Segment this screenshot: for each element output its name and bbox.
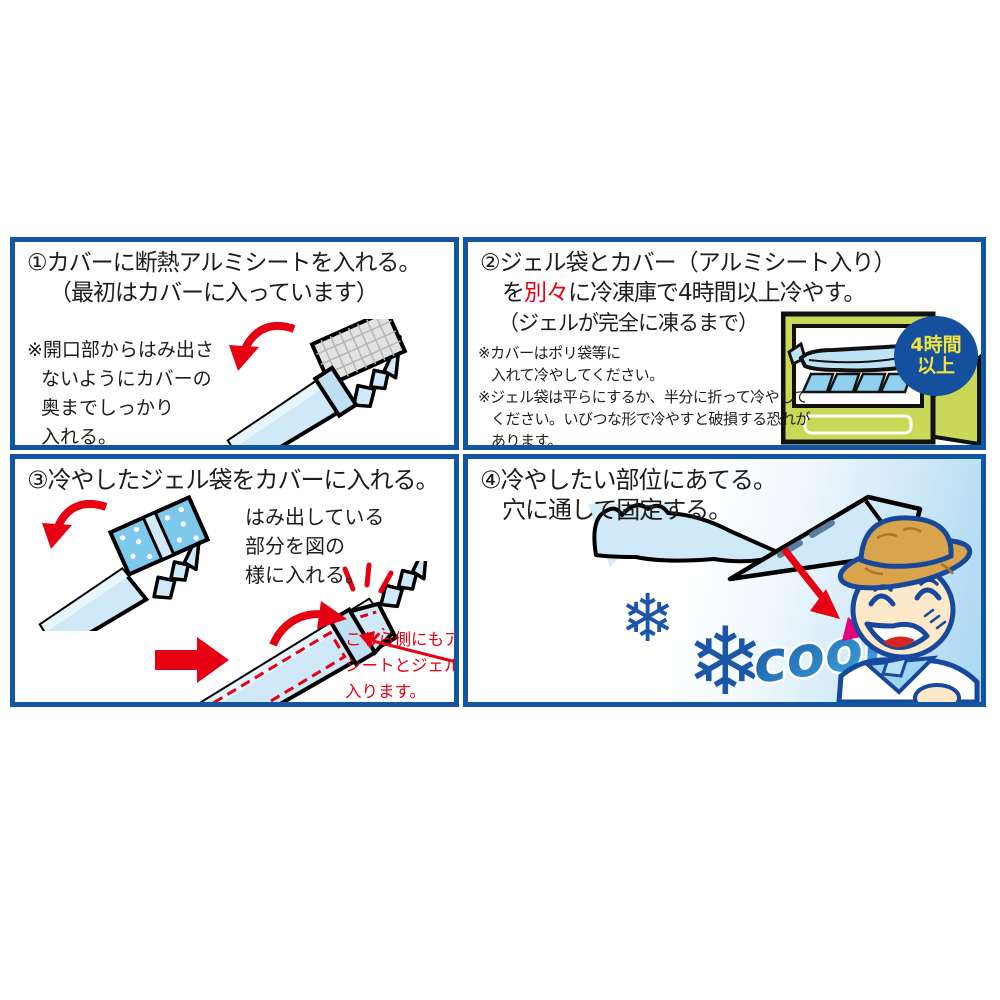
man-illustration	[836, 515, 980, 702]
red-note-line: こちら側にもアルミ	[345, 630, 459, 649]
pointer-line	[359, 631, 454, 663]
note-line: 奥までしっかり	[41, 397, 175, 419]
laughing-mouth	[864, 621, 930, 651]
step3-title: ③冷やしたジェル袋をカバーに入れる。	[27, 466, 440, 494]
step1-panel: ①カバーに断熱アルミシートを入れる。 （最初はカバーに入っています） ※開口部か…	[10, 237, 459, 450]
step4-title: ④冷やしたい部位にあてる。 穴に通して固定する。	[480, 465, 777, 525]
note-line: 入れて冷やしてください。	[491, 366, 664, 384]
caption-line: はみ出している	[245, 505, 385, 529]
step4-title-line2: 穴に通して固定する。	[502, 496, 732, 524]
red-arrow-icon	[229, 321, 296, 371]
step3-panel: ③冷やしたジェル袋をカバーに入れる。 はみ出している 部分を図の 様に入れる。	[10, 454, 459, 707]
note-line: ※ジェル袋は平らにするか、半分に折って冷やして	[478, 388, 808, 406]
step2-notes: ※カバーはポリ袋等に 入れて冷やしてください。 ※ジェル袋は平らにするか、半分に…	[478, 342, 811, 450]
snowflake-icon: ❄	[620, 580, 675, 657]
note-line: ください。いびつな形で冷やすと破損する恐れが	[491, 410, 811, 428]
step4-panel: ④冷やしたい部位にあてる。 穴に通して固定する。 ❄ ❄	[463, 454, 986, 707]
note-line: あります。	[491, 432, 563, 450]
red-arrow-icon	[42, 499, 108, 549]
tongue	[883, 636, 915, 648]
straw-hat	[837, 515, 973, 591]
emphasis-lines-icon	[342, 562, 394, 594]
caption-line: 部分を図の	[245, 534, 345, 558]
step1-note: ※開口部からはみ出さ ないようにカバーの 奥までしっかり 入れる。	[27, 336, 214, 448]
caption-line: 様に入れる。	[245, 563, 365, 587]
step2-title-line2: を別々に冷凍庫で4時間以上冷やす。	[502, 280, 866, 306]
freezer-drawer	[803, 414, 913, 435]
dashed-gel-outline	[211, 630, 347, 702]
step3-red-note: こちら側にもアルミ シートとジェル袋が 入ります。	[345, 627, 459, 702]
red-note-line: 入ります。	[345, 682, 426, 701]
step1-title-line1: ①カバーに断熱アルミシートを入れる。	[27, 250, 421, 276]
step2-title: ②ジェル袋とカバー（アルミシート入り） を別々に冷凍庫で4時間以上冷やす。 （ジ…	[480, 248, 896, 338]
blush-lines	[923, 608, 947, 630]
hand	[913, 683, 961, 702]
wrap-tail-piece	[592, 503, 786, 564]
step2-title-line1: ②ジェル袋とカバー（アルミシート入り）	[480, 250, 896, 276]
step1-title: ①カバーに断熱アルミシートを入れる。 （最初はカバーに入っています）	[27, 248, 421, 308]
step1-title-line2: （最初はカバーに入っています）	[49, 280, 379, 306]
separately-red-text: 別々	[524, 280, 569, 306]
aluminum-sheet	[309, 319, 408, 388]
note-line: ※カバーはポリ袋等に	[478, 344, 621, 362]
red-note-line: シートとジェル袋が	[345, 656, 459, 675]
cover-dashed-illustration	[199, 561, 454, 702]
note-line: 入れる。	[41, 426, 118, 448]
red-arrow-icon	[269, 601, 347, 647]
instruction-grid: ①カバーに断熱アルミシートを入れる。 （最初はカバーに入っています） ※開口部か…	[10, 237, 986, 707]
happy-eyes	[868, 578, 942, 607]
duration-badge: 4時間 以上	[894, 316, 978, 396]
duration-badge-line2: 以上	[916, 355, 955, 377]
snowflake-icon: ❄	[686, 608, 765, 702]
step2-title-line3: （ジェルが完全に凍るまで）	[498, 311, 759, 335]
gel-insert-illustration	[38, 495, 211, 631]
block-arrow-icon	[155, 637, 229, 683]
step4-title-line1: ④冷やしたい部位にあてる。	[480, 466, 777, 494]
note-line: ないようにカバーの	[41, 368, 212, 390]
step3-caption: はみ出している 部分を図の 様に入れる。	[245, 503, 384, 590]
red-arrow-icon	[781, 546, 840, 619]
cover-aluminum-sheet-illustration	[226, 319, 408, 445]
hand-tail	[379, 561, 430, 609]
gel-pack	[107, 495, 211, 578]
duration-badge-line1: 4時間	[910, 334, 962, 356]
note-line: ※開口部からはみ出さ	[27, 339, 214, 361]
step2-panel: ②ジェル袋とカバー（アルミシート入り） を別々に冷凍庫で4時間以上冷やす。 （ジ…	[463, 237, 986, 450]
